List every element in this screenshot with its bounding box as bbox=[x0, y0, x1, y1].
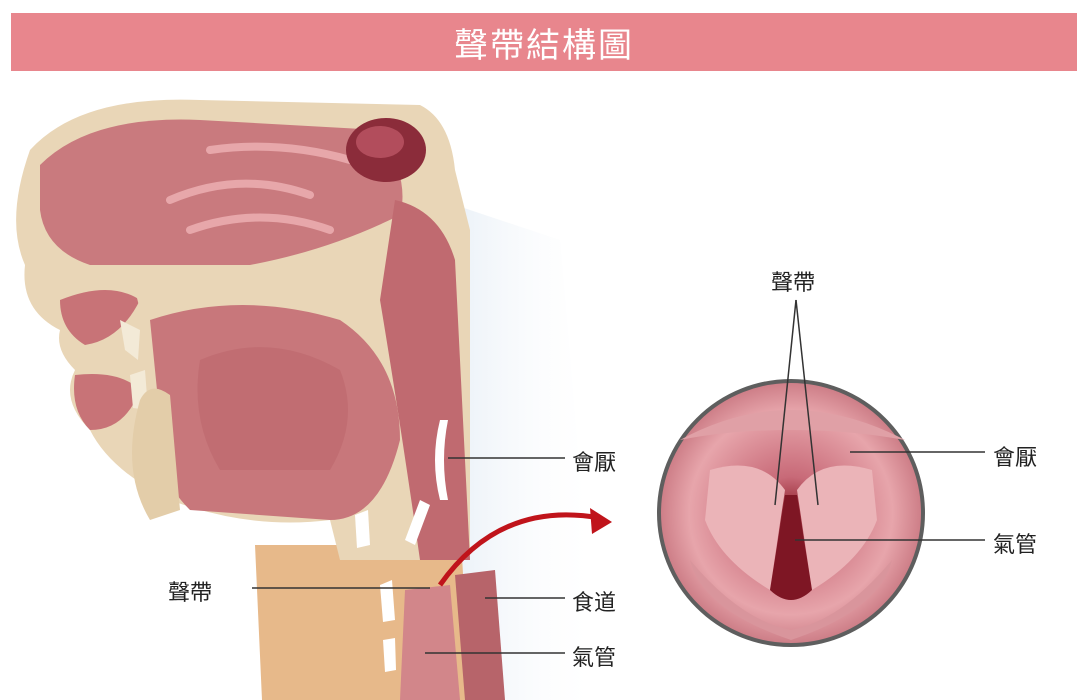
label-right-vocal-cords: 聲帶 bbox=[771, 265, 815, 297]
arrow-head bbox=[590, 508, 612, 534]
label-left-epiglottis: 會厭 bbox=[572, 445, 616, 477]
label-left-esophagus: 食道 bbox=[572, 585, 616, 617]
label-left-vocal-cords: 聲帶 bbox=[168, 575, 212, 607]
label-right-epiglottis: 會厭 bbox=[993, 440, 1037, 472]
label-right-trachea: 氣管 bbox=[993, 527, 1037, 559]
tongue-muscle bbox=[198, 347, 349, 470]
label-left-trachea: 氣管 bbox=[572, 640, 616, 672]
trachea-tube bbox=[400, 585, 460, 700]
